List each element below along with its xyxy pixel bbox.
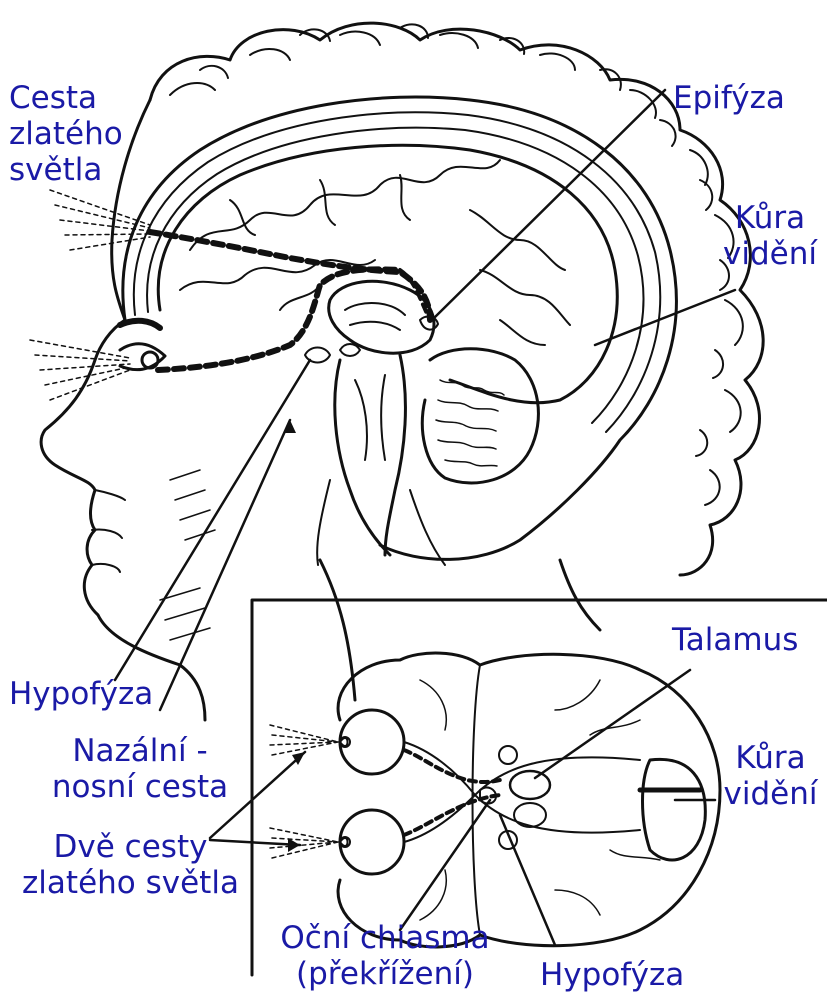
label-cesta-line3: světla xyxy=(9,152,123,188)
talamus-leader xyxy=(535,670,690,778)
label-hypofyza-main: Hypofýza xyxy=(9,676,153,712)
label-cesta-line1: Cesta xyxy=(9,80,123,116)
epifyza-leader xyxy=(432,90,665,320)
label-cesta-line2: zlatého xyxy=(9,116,123,152)
label-kura-top-line1: Kůra xyxy=(720,200,820,236)
label-chiasma-line2: (překřížení) xyxy=(270,956,500,992)
label-nazalni-cesta: Nazální - nosní cesta xyxy=(40,733,240,805)
label-nazalni-line2: nosní cesta xyxy=(40,769,240,805)
nazalni-leader xyxy=(160,420,290,710)
label-hypofyza-inset: Hypofýza xyxy=(540,957,684,993)
label-dve-line1: Dvě cesty xyxy=(8,829,253,865)
label-epifyza: Epifýza xyxy=(673,80,785,116)
label-talamus: Talamus xyxy=(672,622,798,658)
label-kura-videni-inset: Kůra vidění xyxy=(718,740,823,812)
hypofyza-main-leader xyxy=(115,360,310,680)
label-kura-inset-line2: vidění xyxy=(718,776,823,812)
label-dve-line2: zlatého světla xyxy=(8,865,253,901)
label-kura-inset-line1: Kůra xyxy=(718,740,823,776)
label-kura-top-line2: vidění xyxy=(720,236,820,272)
label-chiasma-line1: Oční chiasma xyxy=(270,920,500,956)
label-ocni-chiasma: Oční chiasma (překřížení) xyxy=(270,920,500,992)
label-dve-cesty: Dvě cesty zlatého světla xyxy=(8,829,253,901)
head-profile-illustration xyxy=(30,23,763,720)
label-nazalni-line1: Nazální - xyxy=(40,733,240,769)
label-kura-videni-top: Kůra vidění xyxy=(720,200,820,272)
hypofyza-inset-leader xyxy=(500,815,555,945)
label-cesta-zlateho-svetla: Cesta zlatého světla xyxy=(9,80,123,188)
